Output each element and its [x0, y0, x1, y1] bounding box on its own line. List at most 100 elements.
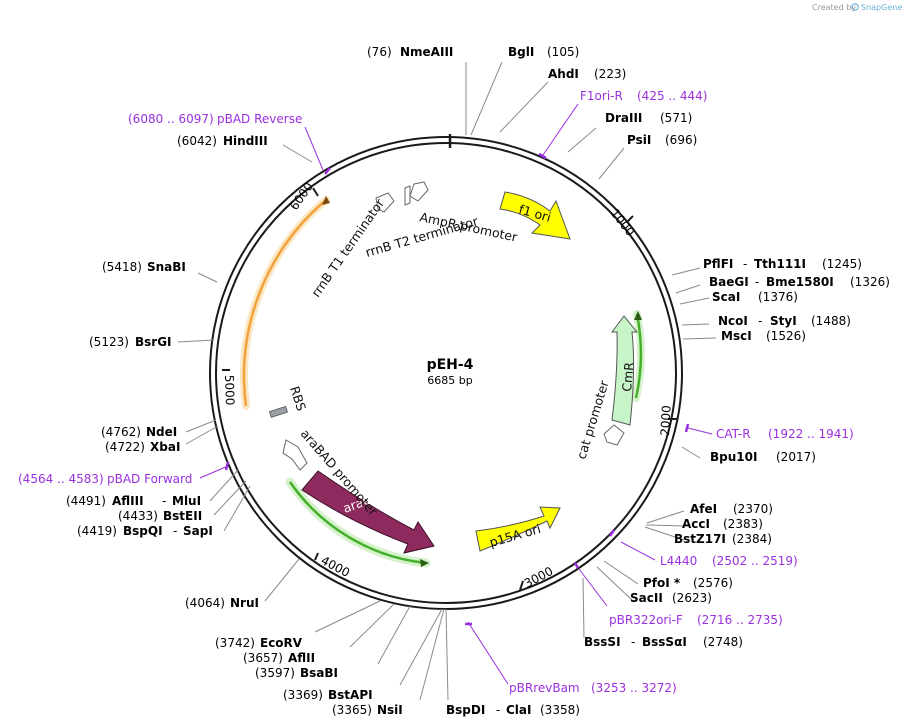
enzyme-bsrgi[interactable]: (5123) BsrGI	[89, 335, 172, 349]
baegi-name: BaeGI	[709, 275, 749, 289]
nmeaiii-pos: (76)	[367, 45, 392, 59]
primer-pbad-forward[interactable]: (4564 .. 4583) pBAD Forward	[18, 472, 192, 486]
enzyme-pfoi[interactable]: PfoI * (2576)	[643, 576, 733, 590]
bspdi-pos: (3358)	[540, 703, 580, 717]
backbone-outer	[209, 136, 683, 610]
clai-name: ClaI	[506, 703, 531, 717]
enzyme-bstz17i[interactable]: BstZ17I (2384)	[674, 532, 772, 546]
orf-arac-arrowhead	[420, 559, 429, 567]
bstz17i-name: BstZ17I	[674, 532, 726, 546]
enzyme-bpu10i[interactable]: Bpu10I (2017)	[710, 450, 816, 464]
bme1580i-name: Bme1580I	[766, 275, 834, 289]
pflfi-pos: (1245)	[822, 257, 862, 271]
enzyme-baegi[interactable]: BaeGI - Bme1580I (1326)	[709, 275, 890, 289]
primer-l4440[interactable]: L4440 (2502 .. 2519)	[660, 554, 798, 568]
bsrgi-name: BsrGI	[135, 335, 172, 349]
nsii-pos: (3365)	[332, 703, 372, 717]
scai-name: ScaI	[712, 290, 740, 304]
feature-cmr[interactable]: CmR	[611, 315, 639, 426]
enzyme-acci[interactable]: AccI (2383)	[682, 517, 763, 531]
enzyme-draiii[interactable]: DraIII (571)	[605, 111, 692, 125]
ticks	[222, 187, 677, 591]
enzyme-nsii[interactable]: (3365) NsiI	[332, 703, 403, 717]
bstz17i-pos: (2384)	[732, 532, 772, 546]
tth111i-name: Tth111I	[754, 257, 806, 271]
hindiii-pos: (6042)	[177, 134, 217, 148]
primer-f1ori-r[interactable]: F1ori-R (425 .. 444)	[580, 89, 707, 103]
bsteii-name: BstEII	[163, 509, 202, 523]
primer-cat-r[interactable]: CAT-R (1922 .. 1941)	[716, 427, 854, 441]
bspdi-name: BspDI	[446, 703, 485, 717]
enzyme-pflfi[interactable]: PflFI - Tth111I (1245)	[703, 257, 862, 271]
orf-cmr-arrowhead	[634, 311, 642, 320]
enzyme-xbai[interactable]: (4722) XbaI	[105, 440, 180, 454]
draiii-name: DraIII	[605, 111, 642, 125]
enzyme-bsteii[interactable]: (4433) BstEII	[118, 509, 202, 523]
psii-pos: (696)	[665, 133, 697, 147]
feature-ampr-promoter[interactable]: AmpR promoter rrnB T2 terminator rrnB T1…	[308, 181, 519, 300]
aflii-name: AflII	[288, 651, 315, 665]
enzyme-psii[interactable]: PsiI (696)	[627, 133, 697, 147]
plasmid-length: 6685 bp	[427, 374, 472, 387]
enzyme-afliii[interactable]: (4491) AflIII - MluI	[66, 494, 201, 508]
f1orir-pos: (425 .. 444)	[637, 89, 707, 103]
enzyme-bstapi[interactable]: (3369) BstAPI	[283, 688, 373, 702]
pbrrevbam-name: pBRrevBam	[509, 681, 580, 695]
bsabi-pos: (3597)	[255, 666, 295, 680]
enzyme-bgli[interactable]: BglI (105)	[508, 45, 579, 59]
snabi-pos: (5418)	[102, 260, 142, 274]
enzyme-nmeaiii[interactable]: (76) NmeAIII	[367, 45, 453, 59]
bpu10i-pos: (2017)	[776, 450, 816, 464]
svg-text:-: -	[162, 494, 166, 508]
scai-pos: (1376)	[758, 290, 798, 304]
nrui-pos: (4064)	[185, 596, 225, 610]
hindiii-name: HindIII	[223, 134, 268, 148]
bsabi-name: BsaBI	[300, 666, 338, 680]
bspqi-pos: (4419)	[77, 524, 117, 538]
bstapi-pos: (3369)	[283, 688, 323, 702]
nsii-name: NsiI	[377, 703, 403, 717]
enzyme-ecorv[interactable]: (3742) EcoRV	[215, 636, 303, 650]
baegi-pos: (1326)	[850, 275, 890, 289]
orf-cmr-arc	[634, 313, 643, 399]
enzyme-hindiii[interactable]: (6042) HindIII	[177, 134, 268, 148]
enzyme-ncoi[interactable]: NcoI - StyI (1488)	[718, 314, 851, 328]
plasmid-name: pEH-4	[427, 357, 474, 373]
bsssi-name: BssSI	[584, 635, 621, 649]
l4440-pos: (2502 .. 2519)	[712, 554, 798, 568]
enzyme-scai[interactable]: ScaI (1376)	[712, 290, 798, 304]
orf-left-arrowhead	[322, 196, 330, 205]
enzyme-bspdi[interactable]: BspDI - ClaI (3358)	[446, 703, 580, 717]
sacii-name: SacII	[630, 591, 663, 605]
xbai-name: XbaI	[150, 440, 180, 454]
enzyme-snabi[interactable]: (5418) SnaBI	[102, 260, 186, 274]
enzyme-msci[interactable]: MscI (1526)	[721, 329, 806, 343]
pbr322orif-name: pBR322ori-F	[609, 613, 683, 627]
enzyme-bspqi[interactable]: (4419) BspQI - SapI	[77, 524, 213, 538]
mlui-name: MluI	[172, 494, 201, 508]
enzyme-bsabi[interactable]: (3597) BsaBI	[255, 666, 338, 680]
pbadforward-name: pBAD Forward	[107, 472, 192, 486]
enzyme-nrui[interactable]: (4064) NruI	[185, 596, 259, 610]
enzyme-afei[interactable]: AfeI (2370)	[690, 502, 773, 516]
ndei-name: NdeI	[146, 425, 177, 439]
primer-pbad-reverse[interactable]: (6080 .. 6097) pBAD Reverse	[128, 112, 302, 126]
bsrgi-pos: (5123)	[89, 335, 129, 349]
ecorv-name: EcoRV	[260, 636, 303, 650]
msci-name: MscI	[721, 329, 752, 343]
primer-markers	[199, 103, 713, 685]
enzyme-aflii[interactable]: (3657) AflII	[243, 651, 315, 665]
enzyme-ahdi[interactable]: AhdI (223)	[548, 67, 626, 81]
feature-p15a-ori[interactable]: p15A ori	[475, 506, 561, 552]
snabi-name: SnaBI	[147, 260, 186, 274]
primer-pbrrevbam[interactable]: pBRrevBam (3253 .. 3272)	[509, 681, 677, 695]
feature-arac[interactable]: araC	[301, 470, 435, 554]
enzyme-sacii[interactable]: SacII (2623)	[630, 591, 712, 605]
primer-pbr322ori-f[interactable]: pBR322ori-F (2716 .. 2735)	[609, 613, 783, 627]
enzyme-ndei[interactable]: (4762) NdeI	[101, 425, 177, 439]
tick-labels: 1000 2000 3000 4000 5000 6000	[222, 180, 674, 591]
pfoi-pos: (2576)	[693, 576, 733, 590]
enzyme-bsssi[interactable]: BssSI - BssSαI (2748)	[584, 635, 743, 649]
feature-rbs[interactable]: RBS	[268, 384, 309, 418]
afliii-name: AflIII	[112, 494, 144, 508]
